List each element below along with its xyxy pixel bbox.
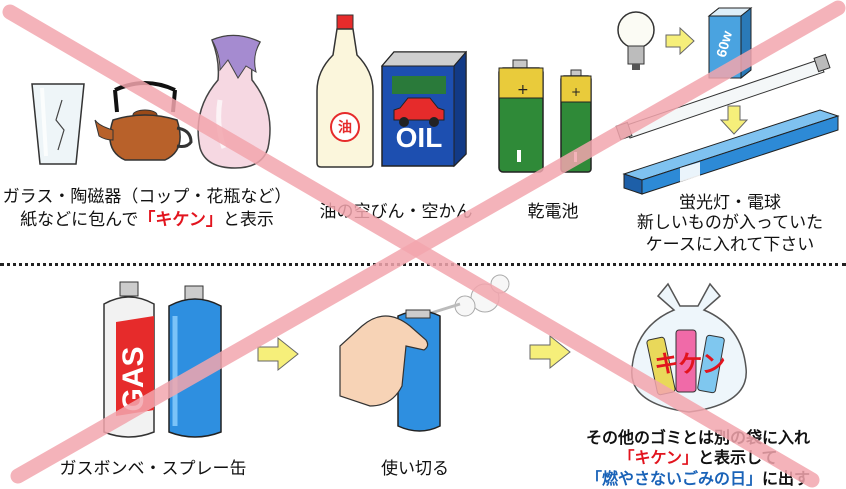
arrow-right-icon: [665, 26, 695, 56]
kiken-highlight: 「キケン」: [138, 210, 223, 230]
bag-caption-line3-suffix: に出す: [762, 469, 811, 488]
glass-caption-line2: 紙などに包んで「キケン」と表示: [2, 205, 292, 230]
oil-can-label: OIL: [395, 122, 443, 153]
hand-spray-icon: [339, 274, 510, 432]
svg-text:+: +: [517, 82, 529, 98]
oil-caption: 油の空びん・空かん: [319, 202, 473, 222]
glass-caption-line1: ガラス・陶磁器（コップ・花瓶など）: [2, 187, 292, 207]
tube-box-icon: [622, 109, 840, 195]
glass-caption-suffix: と表示: [222, 210, 274, 230]
battery-icon: + +: [498, 59, 592, 173]
teapot-icon: [94, 81, 193, 161]
spray-can-icon: [168, 285, 222, 438]
gas-can-label: GAS: [117, 346, 150, 412]
bag-kiken-label: キケン: [654, 350, 726, 378]
arrow-right-icon: [257, 336, 299, 372]
collection-day-highlight: 「燃やさないごみの日」: [585, 469, 762, 488]
gas-caption: ガスボンベ・スプレー缶: [59, 459, 247, 479]
battery-caption: 乾電池: [527, 202, 579, 222]
oil-bottle-icon: [316, 14, 374, 168]
glass-caption-prefix: 紙などに包んで: [20, 210, 139, 230]
spray-caption: 使い切る: [381, 459, 449, 479]
bag-caption-line3: 「燃やさないごみの日」に出す: [550, 465, 846, 489]
lamp-caption-line3: ケースに入れて下さい: [645, 235, 815, 255]
section-divider: [0, 263, 846, 266]
oil-bottle-label: 油: [338, 120, 352, 136]
vase-icon: [197, 34, 271, 169]
glass-cup-icon: [31, 83, 85, 165]
arrow-right-icon: [529, 334, 571, 370]
svg-text:+: +: [571, 85, 581, 99]
